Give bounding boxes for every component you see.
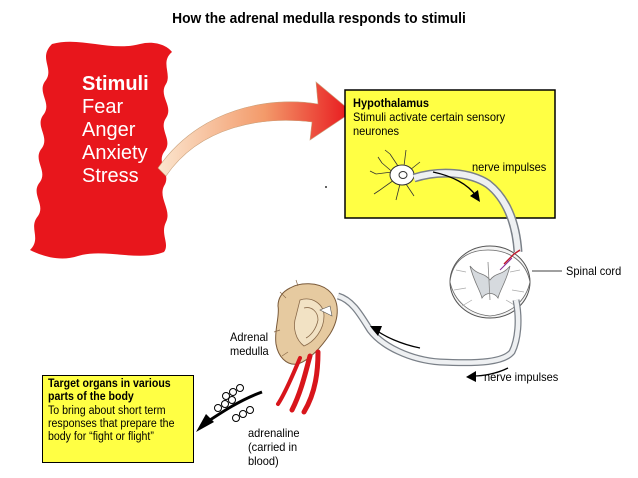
nerve-impulses-arrow-top bbox=[432, 171, 477, 197]
label-adrenal-line1: Adrenal bbox=[230, 330, 269, 344]
stimulus-item: Anxiety bbox=[82, 142, 148, 164]
adrenal-gland bbox=[273, 279, 338, 365]
stimulus-item: Stress bbox=[82, 165, 139, 187]
target-organs-description: To bring about short term responses that… bbox=[48, 405, 175, 443]
target-organs-box bbox=[42, 375, 194, 463]
label-adrenaline-line3: blood) bbox=[248, 454, 279, 468]
hypothalamus-box bbox=[344, 89, 556, 219]
adrenaline-molecules bbox=[214, 384, 254, 422]
stimuli-list: Stimuli Fear Anger Anxiety Stress bbox=[82, 73, 149, 188]
stimulus-item: Anger bbox=[82, 119, 136, 141]
hypothalamus-title: Hypothalamus bbox=[353, 96, 430, 110]
target-organs-title: Target organs in various parts of the bo… bbox=[48, 378, 171, 403]
page-title: How the adrenal medulla responds to stim… bbox=[172, 10, 466, 27]
label-nerve-impulses-bottom: nerve impulses bbox=[484, 370, 559, 384]
stimuli-blob bbox=[30, 41, 172, 259]
stimulus-arrow bbox=[157, 81, 353, 177]
label-spinal-cord: Spinal cord bbox=[566, 264, 622, 278]
blood-vessels bbox=[276, 349, 321, 415]
hypothalamus-description: Stimuli activate certain sensory neurone… bbox=[353, 110, 506, 138]
stimulus-item: Fear bbox=[82, 96, 124, 118]
spinal-cord bbox=[449, 245, 531, 319]
label-adrenaline-line2: (carried in bbox=[248, 440, 298, 454]
label-adrenaline-line1: adrenaline bbox=[248, 426, 300, 440]
label-nerve-impulses-top: nerve impulses bbox=[472, 160, 547, 174]
stimuli-heading: Stimuli bbox=[82, 73, 149, 95]
sensory-neuron bbox=[369, 149, 421, 201]
nerve-impulses-arrow-bottom bbox=[473, 367, 509, 377]
label-adrenal-line2: medulla bbox=[230, 344, 269, 358]
